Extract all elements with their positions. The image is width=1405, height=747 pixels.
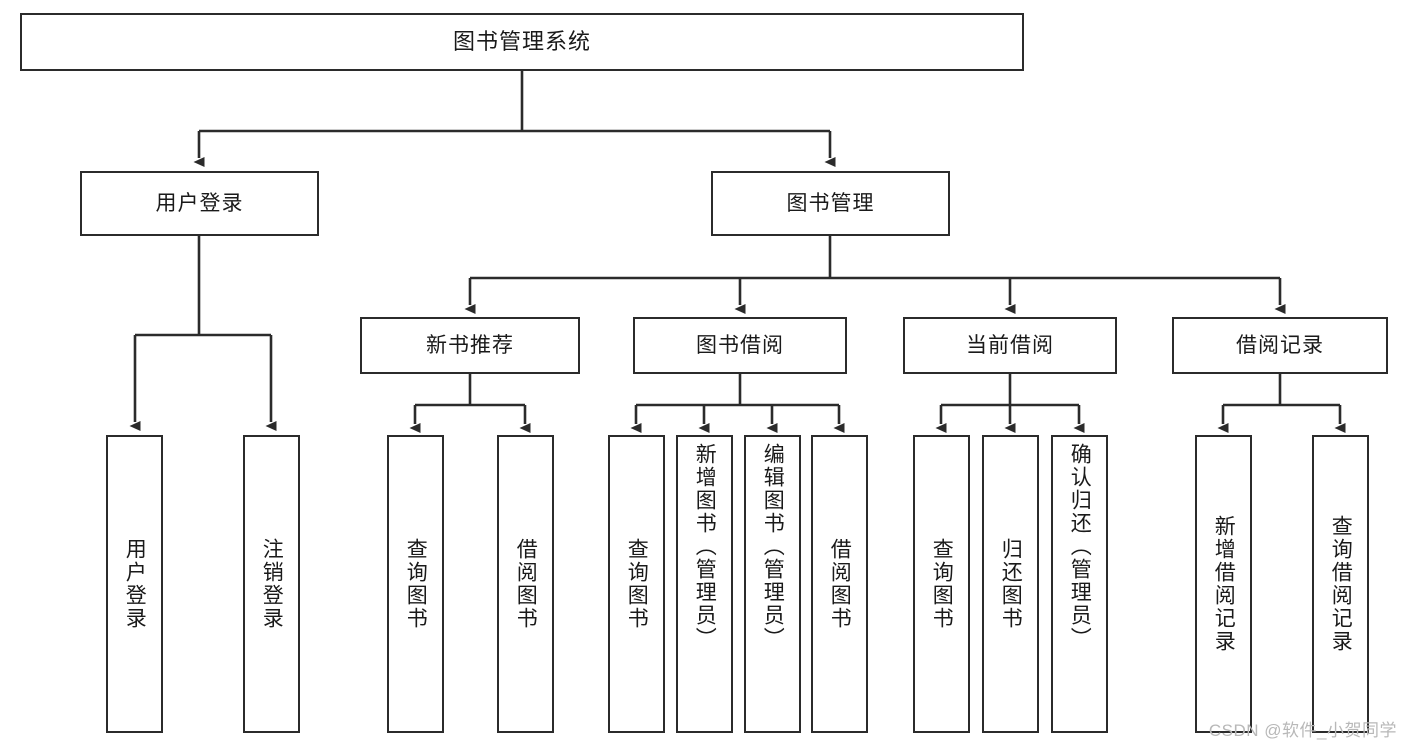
node-label: 查询图书: [404, 538, 428, 630]
leaf-inner: 归还图书: [984, 437, 1037, 731]
leaf-return-book[interactable]: 归还图书: [982, 435, 1039, 733]
leaf-inner: 确认归还（管理员）: [1053, 437, 1106, 737]
node-label: 查询图书: [625, 538, 649, 630]
node-label: 归还图书: [999, 538, 1023, 630]
leaf-inner: 新增借阅记录: [1197, 437, 1250, 731]
leaf-confirm-return-admin[interactable]: 确认归还（管理员）: [1051, 435, 1108, 733]
node-new-book-recommend[interactable]: 新书推荐: [360, 317, 580, 374]
node-label: 借阅图书: [514, 538, 538, 630]
node-label: 编辑图书（管理员）: [761, 443, 785, 650]
node-label: 查询借阅记录: [1329, 515, 1353, 653]
node-root-book-management-system[interactable]: 图书管理系统: [20, 13, 1024, 71]
node-user-login[interactable]: 用户登录: [80, 171, 319, 236]
leaf-inner: 新增图书（管理员）: [678, 437, 731, 737]
node-label: 新增借阅记录: [1212, 515, 1236, 653]
leaf-borrow-book-recommend[interactable]: 借阅图书: [497, 435, 554, 733]
node-label: 当前借阅: [966, 333, 1054, 357]
leaf-inner: 用户登录: [108, 437, 161, 731]
leaf-inner: 借阅图书: [813, 437, 866, 731]
leaf-query-book-borrow[interactable]: 查询图书: [608, 435, 665, 733]
leaf-edit-book-admin[interactable]: 编辑图书（管理员）: [744, 435, 801, 733]
leaf-inner: 查询图书: [915, 437, 968, 731]
leaf-query-book-recommend[interactable]: 查询图书: [387, 435, 444, 733]
leaf-query-borrow-record[interactable]: 查询借阅记录: [1312, 435, 1369, 733]
leaf-query-book-current[interactable]: 查询图书: [913, 435, 970, 733]
node-book-borrow[interactable]: 图书借阅: [633, 317, 847, 374]
node-label: 图书借阅: [696, 333, 784, 357]
leaf-add-book-admin[interactable]: 新增图书（管理员）: [676, 435, 733, 733]
node-label: 查询图书: [930, 538, 954, 630]
node-label: 新增图书（管理员）: [693, 443, 717, 650]
node-label: 图书管理系统: [452, 28, 591, 54]
node-borrow-record[interactable]: 借阅记录: [1172, 317, 1388, 374]
node-label: 用户登录: [123, 538, 147, 630]
leaf-borrow-book-borrow[interactable]: 借阅图书: [811, 435, 868, 733]
node-label: 图书管理: [786, 191, 875, 215]
node-book-management[interactable]: 图书管理: [711, 171, 950, 236]
leaf-logout-login[interactable]: 注销登录: [243, 435, 300, 733]
leaf-inner: 编辑图书（管理员）: [746, 437, 799, 737]
leaf-inner: 借阅图书: [499, 437, 552, 731]
node-label: 注销登录: [260, 538, 284, 630]
leaf-inner: 注销登录: [245, 437, 298, 731]
node-label: 借阅图书: [828, 538, 852, 630]
leaf-inner: 查询图书: [389, 437, 442, 731]
node-label: 借阅记录: [1236, 333, 1324, 357]
leaf-inner: 查询借阅记录: [1314, 437, 1367, 731]
node-current-borrow[interactable]: 当前借阅: [903, 317, 1117, 374]
leaf-user-login[interactable]: 用户登录: [106, 435, 163, 733]
node-label: 用户登录: [155, 191, 244, 215]
node-label: 确认归还（管理员）: [1068, 443, 1092, 650]
node-label: 新书推荐: [426, 333, 514, 357]
csdn-watermark: CSDN @软件_小贺同学: [1208, 721, 1397, 740]
leaf-add-borrow-record[interactable]: 新增借阅记录: [1195, 435, 1252, 733]
leaf-inner: 查询图书: [610, 437, 663, 731]
